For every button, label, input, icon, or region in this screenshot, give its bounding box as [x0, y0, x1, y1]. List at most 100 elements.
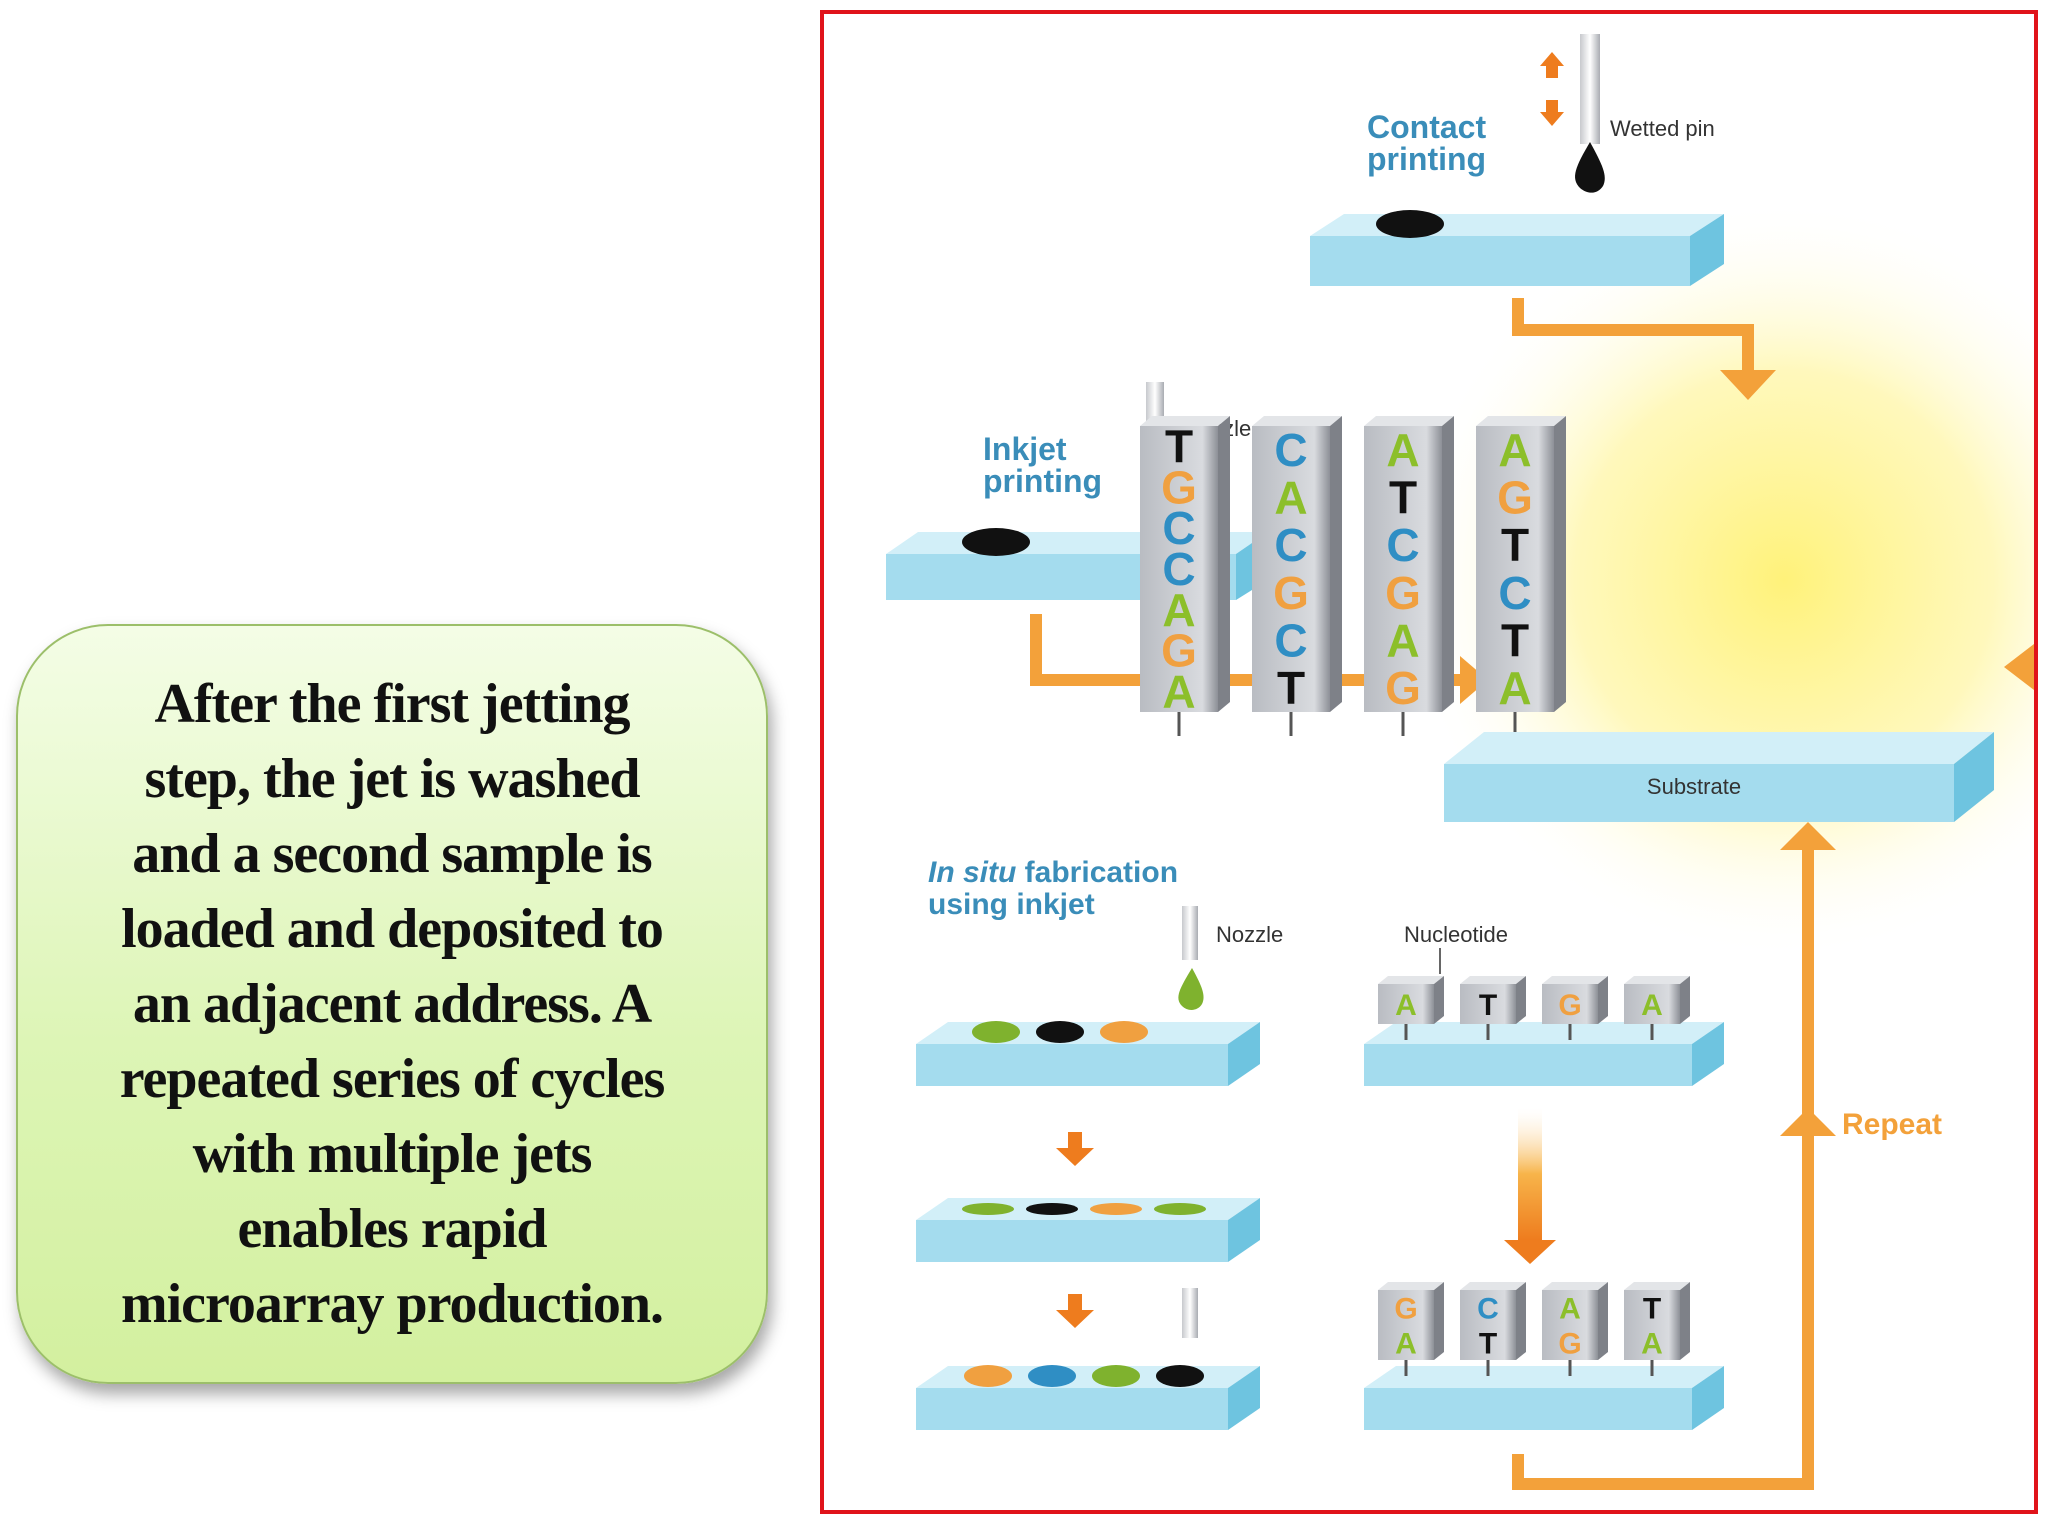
- block-body: [1460, 984, 1516, 1024]
- callout-line: enables rapid: [237, 1197, 547, 1260]
- wetted-pin-label: Wetted pin: [1610, 116, 1715, 141]
- base-letter: G: [1385, 662, 1421, 714]
- block-body: [1542, 984, 1598, 1024]
- repeat-loop-arrowhead: [1780, 822, 1836, 850]
- contact-spot: [1376, 210, 1444, 238]
- base-letter: C: [1386, 519, 1419, 571]
- nucleotide-block: AG: [1542, 1282, 1608, 1376]
- in-situ-title: In situ fabrication: [928, 856, 1178, 889]
- inkjet-printing-title-1: Inkjet: [983, 431, 1067, 467]
- block-top: [1542, 976, 1608, 984]
- nucleotide-down-arrow-shaft: [1518, 1108, 1542, 1240]
- nucleotide-slab-bottom: [1364, 1366, 1724, 1430]
- in-situ-slab-2: [916, 1198, 1260, 1262]
- substrate-slab: Substrate: [1444, 732, 1994, 822]
- column-side: [1442, 416, 1454, 712]
- base-letter: A: [1162, 666, 1195, 718]
- nucleotide-block: A: [1624, 976, 1690, 1040]
- spot-blue: [1028, 1365, 1076, 1387]
- block-top: [1624, 976, 1690, 984]
- block-side: [1516, 976, 1526, 1024]
- column-top: [1252, 416, 1342, 426]
- nucleotide-block: A: [1378, 976, 1444, 1040]
- block-top: [1460, 1282, 1526, 1290]
- base-letter: G: [1273, 567, 1309, 619]
- column-side: [1218, 416, 1230, 712]
- contact-printing-title-2: printing: [1367, 141, 1486, 177]
- block-side: [1680, 1282, 1690, 1360]
- repeat-loop-arrow: [1512, 846, 1814, 1490]
- contact-to-array-arrow: [1512, 298, 1754, 374]
- block-side: [1680, 976, 1690, 1024]
- spot-black: [1036, 1021, 1084, 1043]
- block-base-letter: T: [1643, 1293, 1661, 1326]
- flat-spot-orange: [1090, 1203, 1142, 1215]
- block-side: [1434, 1282, 1444, 1360]
- in-situ-group: In situ fabrication using inkjet Nozzle: [916, 856, 1283, 1430]
- nucleotide-block: CT: [1460, 1282, 1526, 1376]
- block-base-letter: A: [1641, 1328, 1663, 1361]
- contact-to-array-arrowhead: [1720, 370, 1776, 400]
- block-base-letter: T: [1479, 1328, 1497, 1361]
- callout-line: loaded and deposited to: [121, 897, 664, 960]
- block-body: [1378, 984, 1434, 1024]
- block-base-letter: G: [1394, 1293, 1417, 1326]
- base-letter: T: [1501, 615, 1529, 667]
- base-letter: G: [1497, 472, 1533, 524]
- base-letter: T: [1277, 662, 1305, 714]
- base-letter: T: [1389, 472, 1417, 524]
- block-body: [1460, 1290, 1516, 1360]
- pin-droplet-icon: [1575, 142, 1605, 193]
- base-letter: C: [1274, 519, 1307, 571]
- block-side: [1516, 1282, 1526, 1360]
- block-top: [1378, 976, 1444, 984]
- block-base-letter: A: [1641, 989, 1663, 1022]
- callout-text: After the first jetting step, the jet is…: [120, 667, 666, 1342]
- column-top: [1476, 416, 1566, 426]
- in-situ-title-2: using inkjet: [928, 888, 1095, 921]
- in-situ-nozzle-label: Nozzle: [1216, 922, 1283, 947]
- block-side: [1598, 1282, 1608, 1360]
- contact-printing-title-1: Contact: [1367, 109, 1486, 145]
- description-callout: After the first jetting step, the jet is…: [16, 624, 768, 1384]
- block-base-letter: G: [1558, 989, 1581, 1022]
- down-arrow-icon-2: [1056, 1294, 1094, 1328]
- wetted-pin-icon: [1580, 34, 1600, 144]
- base-letter: A: [1386, 424, 1419, 476]
- in-situ-slab-3: [916, 1365, 1260, 1430]
- contact-printing-group: Contact printing Wetted pin: [1310, 34, 1724, 286]
- flat-spot-green-2: [1154, 1203, 1206, 1215]
- in-situ-title-rest: fabrication: [1016, 856, 1178, 889]
- nucleotide-block: TA: [1624, 1282, 1690, 1376]
- base-letter: C: [1162, 502, 1195, 554]
- nucleotide-block: GA: [1378, 1282, 1444, 1376]
- inkjet-spot: [962, 528, 1030, 556]
- up-down-arrow-icon: [1540, 52, 1564, 126]
- block-side: [1434, 976, 1444, 1024]
- down-arrow-icon-1: [1056, 1132, 1094, 1166]
- callout-line: step, the jet is washed: [144, 747, 641, 810]
- flat-spot-green: [962, 1203, 1014, 1215]
- block-body: [1378, 1290, 1434, 1360]
- right-side-arrowhead: [2004, 644, 2034, 690]
- inkjet-to-array-arrowhead: [1460, 656, 1488, 704]
- spot-orange-2: [964, 1365, 1012, 1387]
- base-letter: A: [1162, 584, 1195, 636]
- spot-green-3: [1092, 1365, 1140, 1387]
- block-body: [1542, 1290, 1598, 1360]
- substrate-label: Substrate: [1647, 774, 1741, 799]
- in-situ-title-italic: In situ: [928, 856, 1016, 889]
- block-body: [1624, 1290, 1680, 1360]
- base-letter: G: [1161, 625, 1197, 677]
- flat-spot-black: [1026, 1203, 1078, 1215]
- inkjet-printing-title-2: printing: [983, 463, 1102, 499]
- block-top: [1624, 1282, 1690, 1290]
- repeat-label: Repeat: [1842, 1108, 1942, 1141]
- block-base-letter: A: [1395, 1328, 1417, 1361]
